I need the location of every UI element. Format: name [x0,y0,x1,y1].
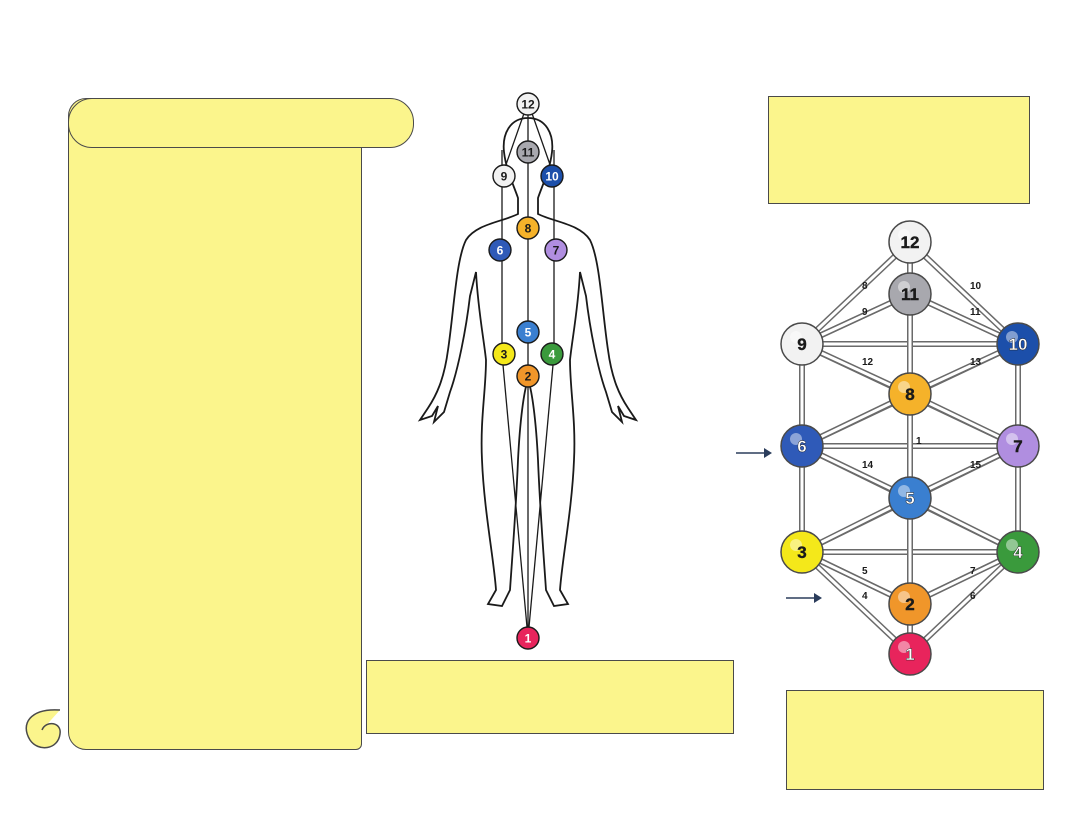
kathara-center-number: 7 [1013,437,1022,456]
kathara-center-node [996,530,1040,574]
kathara-center-node [888,272,932,316]
kathara-center-number: 2 [905,595,914,614]
body-center-number: 9 [501,170,508,184]
kathara-center-node [888,632,932,676]
body-center-node [516,364,540,388]
body-center-node [544,238,568,262]
body-center-node [516,92,540,116]
centers-pointer-label [646,428,746,476]
body-center-number: 1 [525,632,532,646]
note-central-vertical-line [768,96,1030,204]
kathara-center-node [888,372,932,416]
body-center-number: 2 [525,370,532,384]
body-center-number: 12 [521,98,535,112]
node-highlight [1006,539,1018,551]
node-highlight [790,539,802,551]
body-center-number: 6 [497,244,504,258]
kathara-line-number: 14 [862,460,874,471]
kathara-line-number: 12 [862,357,874,368]
kathara-line-number: 5 [862,566,868,577]
body-center-node [516,626,540,650]
kathara-line-number: 4 [862,591,868,602]
kathara-center-node [888,476,932,520]
center-entries-list [87,159,353,741]
kathara-center-number: 1 [905,645,914,664]
kathara-center-node [996,322,1040,366]
kathara-center-node [780,424,824,468]
kathara-line-core [800,240,912,346]
body-center-node [540,164,564,188]
body-center-node [516,320,540,344]
kathara-line-core [800,550,912,656]
kathara-center-number: 10 [1009,335,1028,354]
body-center-number: 7 [553,244,560,258]
node-highlight [898,229,910,241]
node-highlight [1006,433,1018,445]
node-highlight [790,433,802,445]
body-center-node [540,342,564,366]
kathara-center-number: 5 [905,489,914,508]
body-center-node [516,140,540,164]
body-center-number: 11 [522,146,535,160]
centers-panel-header [68,98,414,148]
body-center-number: 10 [545,170,559,184]
kathara-line-core [908,550,1020,656]
kathara-center-number: 6 [797,437,806,456]
kathara-center-node [780,530,824,574]
body-center-node [516,216,540,240]
kathara-center-node [888,582,932,626]
body-center-number: 3 [501,348,508,362]
body-center-node [492,164,516,188]
node-highlight [898,281,910,293]
node-highlight [898,381,910,393]
kathara-center-number: 9 [797,335,806,354]
note-electro-tonal [786,690,1044,790]
kathara-line-number: 9 [862,307,868,318]
node-highlight [790,331,802,343]
kathara-line-number: 13 [970,357,982,368]
scroll-curl-icon [25,709,61,749]
node-highlight [898,591,910,603]
kathara-line-number: 10 [970,281,982,292]
kathara-line-number: 11 [970,307,981,318]
kathara-line-core [908,240,1020,346]
kathara-center-number: 4 [1013,543,1023,562]
human-body-figure: 12 11 10 9 8 7 6 5 4 3 2 1 [417,92,639,650]
kathara-line-number: 15 [970,460,982,471]
kathara-line-number: 7 [970,566,976,577]
kathara-center-number: 11 [901,285,919,304]
body-center-node [492,342,516,366]
kathara-centers-panel [68,98,362,750]
kathara-line-number: 1 [916,436,922,447]
kathara-center-node [780,322,824,366]
body-center-node [488,238,512,262]
body-center-number: 5 [525,326,532,340]
kathara-line-number: 6 [970,591,976,602]
note-placement [366,660,734,734]
node-highlight [1006,331,1018,343]
arrow-right-icon [786,593,822,603]
kathara-center-number: 12 [901,233,920,252]
kathara-center-node [888,220,932,264]
node-highlight [898,641,910,653]
kathara-center-number: 3 [797,543,806,562]
node-highlight [898,485,910,497]
kathara-line-number: 8 [862,281,868,292]
arrow-right-icon [736,448,772,458]
body-center-number: 4 [549,348,556,362]
kathara-center-node [996,424,1040,468]
body-center-number: 8 [525,222,532,236]
kathara-center-number: 8 [905,385,914,404]
